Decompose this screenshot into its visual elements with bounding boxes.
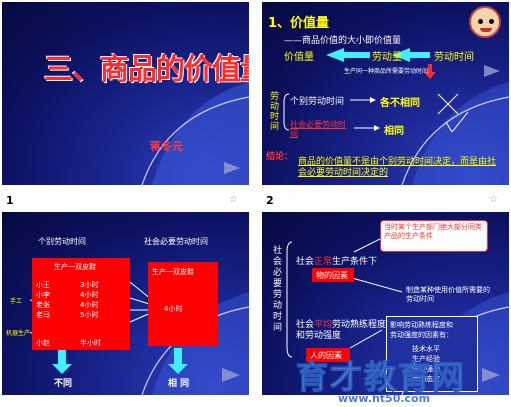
- slide-background: [283, 48, 509, 185]
- slide-2-row-left: 价值量: [284, 52, 314, 63]
- worker-hours: 3小时: [80, 281, 99, 289]
- slide-number-2: 2: [266, 194, 274, 207]
- slide-4-callout-bottom-line-5: 体力强弱: [412, 365, 440, 373]
- cond1-prefix: 社会: [296, 257, 315, 267]
- slide-background: [141, 82, 249, 185]
- worker-hours: 4小时: [80, 291, 99, 299]
- slide-4-factor-1-box: [312, 268, 354, 282]
- worker-hours: 4小时: [80, 301, 99, 309]
- worker-name: 小李: [36, 291, 50, 299]
- slide-3-result-left: 不同: [54, 379, 73, 389]
- slide-3-side-label-bottom: 机器生产: [6, 330, 31, 337]
- slide-2-individual-result: 各不相同: [380, 98, 420, 109]
- cond2-prefix: 社会: [296, 320, 315, 330]
- slide-4-factor-1: 物的因素: [316, 271, 348, 280]
- slide-4-callout-bottom-line-2: 劳动强度的因素有：: [390, 331, 453, 339]
- slide-thumbnail-4[interactable]: 社会必要劳动时间 社会正常生产条件下 当时某个生产部门绝大部分同类产品的生产条件…: [262, 212, 509, 395]
- slide-3-left-box-title: 生产一双皮鞋: [54, 263, 96, 271]
- slide-3-left-box: [32, 258, 130, 350]
- watermark-url: www.ht50.com: [338, 392, 431, 405]
- watermark-text: 育才教育网: [295, 358, 467, 397]
- slide-2-social: 社会必要劳动时间: [290, 120, 346, 138]
- slide-4-callout-bottom-line-1: 影响劳动熟练程度和: [390, 321, 453, 329]
- slide-3-side-label-top: 手工: [10, 298, 23, 305]
- slide-2-conclusion-text: 商品的价值量不是由个别劳动时间决定，而是由社会必要劳动时间决定的: [298, 157, 497, 178]
- slide-number-1: 1: [6, 194, 14, 207]
- slide-2-heading: 1、价值量: [268, 16, 330, 31]
- worker-hours: 5小时: [80, 311, 99, 319]
- slide-thumbnail-2[interactable]: 1、价值量 ——商品价值的大小即价值量 价值量 劳动量 劳动时间 生产同一种商品…: [262, 2, 509, 185]
- worker-name: 小王: [36, 281, 50, 289]
- cond1-highlight: 正常: [314, 257, 333, 267]
- slide-4-side-vertical: 社会必要劳动时间: [273, 246, 283, 333]
- cond1-suffix: 生产条件下: [332, 257, 378, 267]
- slide-2-small-note: 生产同一种商品所需要劳动时间: [344, 68, 429, 75]
- slide-4-condition-2: 社会平均劳动熟练程度和劳动强度: [296, 320, 392, 342]
- slide-1-author: 蒋冬元: [150, 140, 183, 153]
- slide-3-right-box-value: 4小时: [164, 305, 183, 313]
- slide-4-callout-top: [380, 220, 488, 252]
- worker-row: 小李 4小时: [36, 290, 126, 300]
- slide-1-title: 三、商品的价值量: [44, 52, 249, 86]
- slide-2-side-vertical: 劳动时间: [270, 92, 280, 132]
- slide-2-subheading: ——商品价值的大小即价值量: [284, 36, 402, 46]
- slide-thumbnail-1[interactable]: 三、商品的价值量 蒋冬元: [2, 2, 249, 185]
- slide-4-factor-2: 人的因素: [310, 351, 342, 360]
- slide-3-col-left-header: 个别劳动时间: [38, 237, 86, 246]
- cond2-suffix: 劳动熟练程度和劳动强度: [296, 320, 387, 341]
- worker-name: 老张: [36, 301, 50, 309]
- slide-3-machine-name: 小赵: [36, 339, 50, 347]
- slide-3-worker-list: 小王 3小时 小李 4小时 老张 4小时 老马 5小时: [36, 280, 126, 320]
- slide-4-callout-bottom-line-3: 技术水平: [412, 345, 440, 353]
- slide-2-conclusion-label: 结论：: [266, 152, 294, 162]
- worker-name: 老马: [36, 311, 50, 319]
- slide-4-callout-bottom-line-6: 劳动态度: [412, 375, 440, 383]
- slide-4-callout-top-text: 当时某个生产部门绝大部分同类产品的生产条件: [384, 223, 482, 240]
- slide-3-result-right: 相 同: [168, 379, 190, 389]
- slide-4-callout-bottom-line-4: 生产经验: [412, 355, 440, 363]
- slide-4-factor-2-box: [306, 348, 350, 362]
- slide-2-social-result: 相同: [384, 126, 404, 137]
- slide-transition-icon[interactable]: ☆: [489, 194, 498, 205]
- slide-transition-icon[interactable]: ☆: [229, 194, 238, 205]
- slide-3-right-box: [148, 262, 218, 346]
- slide-2-individual: 个别劳动时间: [290, 97, 345, 107]
- worker-row: 老马 5小时: [36, 310, 126, 320]
- slide-thumbnail-3[interactable]: 个别劳动时间 社会必要劳动时间 生产一双皮鞋 小王 3小时 小李 4小时 老张 …: [2, 212, 249, 395]
- slide-3-right-box-title: 生产一双皮鞋: [152, 268, 194, 276]
- slide-2-cartoon-icon: [469, 6, 501, 38]
- slide-4-factor-1-note: 制造某种使用价值所需要的劳动时间: [406, 286, 490, 303]
- slide-3-machine-hours: 半小时: [80, 339, 101, 347]
- slide-2-row-mid: 劳动量: [372, 52, 402, 63]
- slide-4-condition-1: 社会正常生产条件下: [296, 254, 377, 267]
- worker-row: 老张 4小时: [36, 300, 126, 310]
- cond2-highlight: 平均: [314, 320, 333, 330]
- worker-row: 小王 3小时: [36, 280, 126, 290]
- slide-2-row-right: 劳动时间: [434, 52, 474, 63]
- slide-4-callout-bottom: [386, 316, 478, 392]
- slide-3-col-right-header: 社会必要劳动时间: [144, 237, 208, 246]
